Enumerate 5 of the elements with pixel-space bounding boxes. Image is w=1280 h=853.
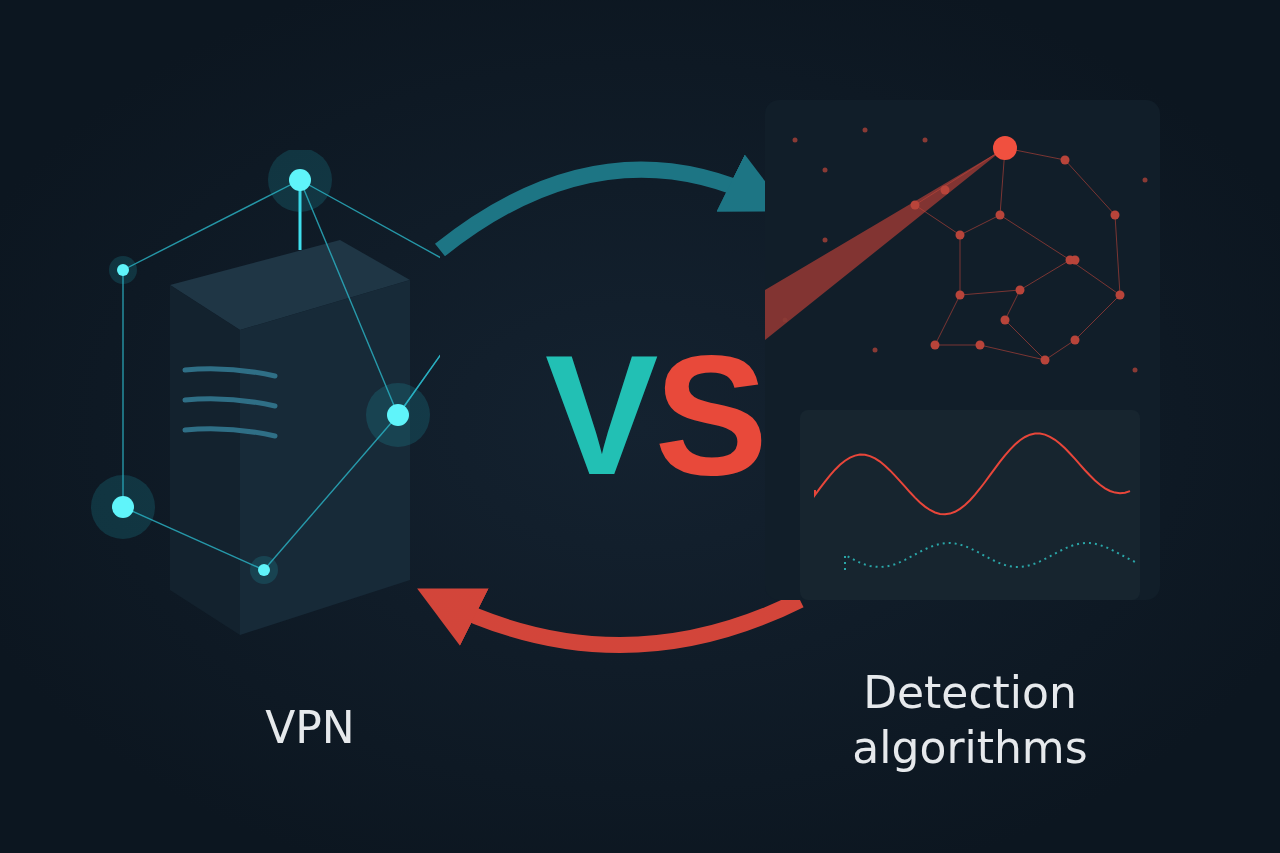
node-label: Detection algorithms xyxy=(851,666,1089,775)
curved-arrow xyxy=(416,586,804,653)
versus-text: VS xyxy=(545,330,764,500)
detection-dashboard-drawing xyxy=(765,100,1160,600)
node-label: VPN xyxy=(264,701,356,755)
